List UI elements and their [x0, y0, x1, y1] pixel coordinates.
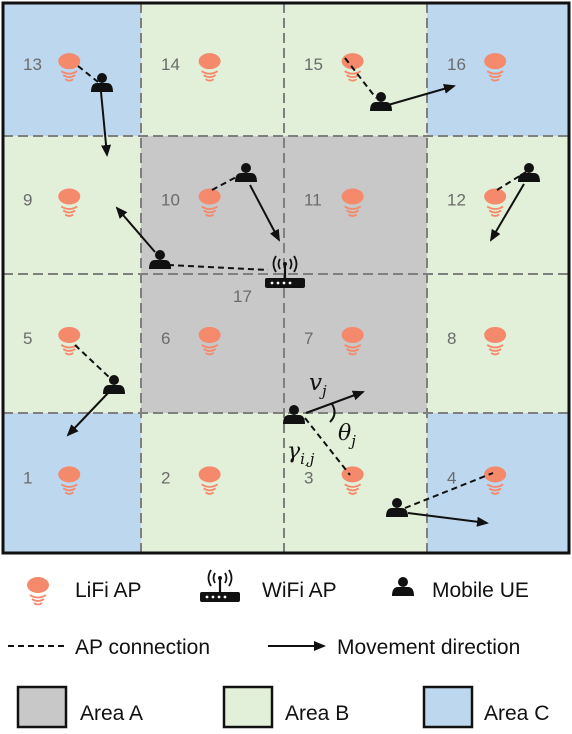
legend-ap-connection: AP connection — [75, 636, 210, 659]
legend-swatch-area-b — [222, 685, 274, 729]
ap-connection-line — [77, 65, 99, 83]
ap-connection-line — [211, 174, 241, 191]
cell-14 — [141, 3, 284, 136]
ap-connections — [74, 57, 527, 509]
angle-label: θj — [338, 421, 356, 450]
ap-connection-line — [496, 171, 527, 191]
legend-area-c: Area C — [484, 702, 549, 725]
cell-7 — [284, 274, 427, 413]
cell-number: 4 — [447, 468, 456, 487]
cell-number: 7 — [304, 329, 313, 348]
cell-number: 2 — [161, 468, 170, 487]
legend-area-a: Area A — [80, 702, 143, 725]
wifi-ap-number: 17 — [233, 287, 252, 306]
movement-arrow — [489, 183, 525, 242]
cell-16 — [427, 3, 569, 136]
movement-arrow — [100, 91, 112, 157]
cell-number: 10 — [161, 190, 180, 209]
legend-lifi-ap: LiFi AP — [75, 579, 142, 602]
ap-connection-line — [74, 344, 111, 379]
cell-4 — [427, 413, 569, 553]
cell-number: 12 — [447, 190, 466, 209]
cell-number: 1 — [23, 468, 32, 487]
cell-number: 9 — [23, 190, 32, 209]
cell-number: 16 — [447, 55, 466, 74]
cell-15 — [284, 3, 427, 136]
ap-connection-line — [344, 57, 377, 99]
legend: LiFi AP WiFi AP Mobile UE AP connection … — [8, 568, 549, 729]
room-border — [1, 1, 571, 555]
legend-area-b: Area B — [285, 702, 349, 725]
cell-number: 5 — [23, 329, 32, 348]
cell-12 — [427, 136, 569, 274]
cell-13 — [3, 3, 141, 136]
velocity-label: vj — [309, 370, 327, 400]
cell-number: 6 — [161, 329, 170, 348]
angle-arc — [329, 403, 336, 423]
cell-3 — [284, 413, 427, 553]
cell-number: 8 — [447, 329, 456, 348]
movement-arrow — [249, 184, 280, 242]
cell-2 — [141, 413, 284, 553]
legend-wifi-ap: WiFi AP — [262, 579, 337, 602]
legend-movement-direction: Movement direction — [337, 636, 520, 659]
movement-arrow — [387, 83, 456, 106]
mobile-user-icon — [392, 577, 414, 596]
ap-connection-line — [167, 264, 269, 271]
ap-connection-line — [304, 417, 351, 476]
movement-arrow — [407, 512, 489, 527]
cell-number: 15 — [304, 55, 323, 74]
cell-8 — [427, 274, 569, 413]
cell-number: 14 — [161, 55, 180, 74]
cell-11 — [284, 136, 427, 274]
room-grid — [3, 3, 569, 553]
cell-6 — [141, 274, 284, 413]
movement-arrows — [66, 83, 525, 527]
legend-mobile-ue: Mobile UE — [432, 579, 529, 602]
wifi-router-icon — [198, 568, 242, 604]
cell-9 — [3, 136, 141, 274]
movement-arrow — [66, 392, 109, 437]
cell-number: 3 — [304, 468, 313, 487]
distance-label: γi,j — [287, 439, 315, 468]
cell-number: 11 — [304, 190, 322, 209]
cell-number: 13 — [23, 55, 42, 74]
ap-connection-line — [404, 472, 494, 509]
movement-arrow — [115, 206, 156, 253]
legend-swatch-area-c — [422, 685, 474, 729]
lifi-ap-icon — [26, 576, 50, 606]
legend-swatch-area-a — [16, 685, 68, 729]
movement-arrow — [305, 390, 365, 414]
